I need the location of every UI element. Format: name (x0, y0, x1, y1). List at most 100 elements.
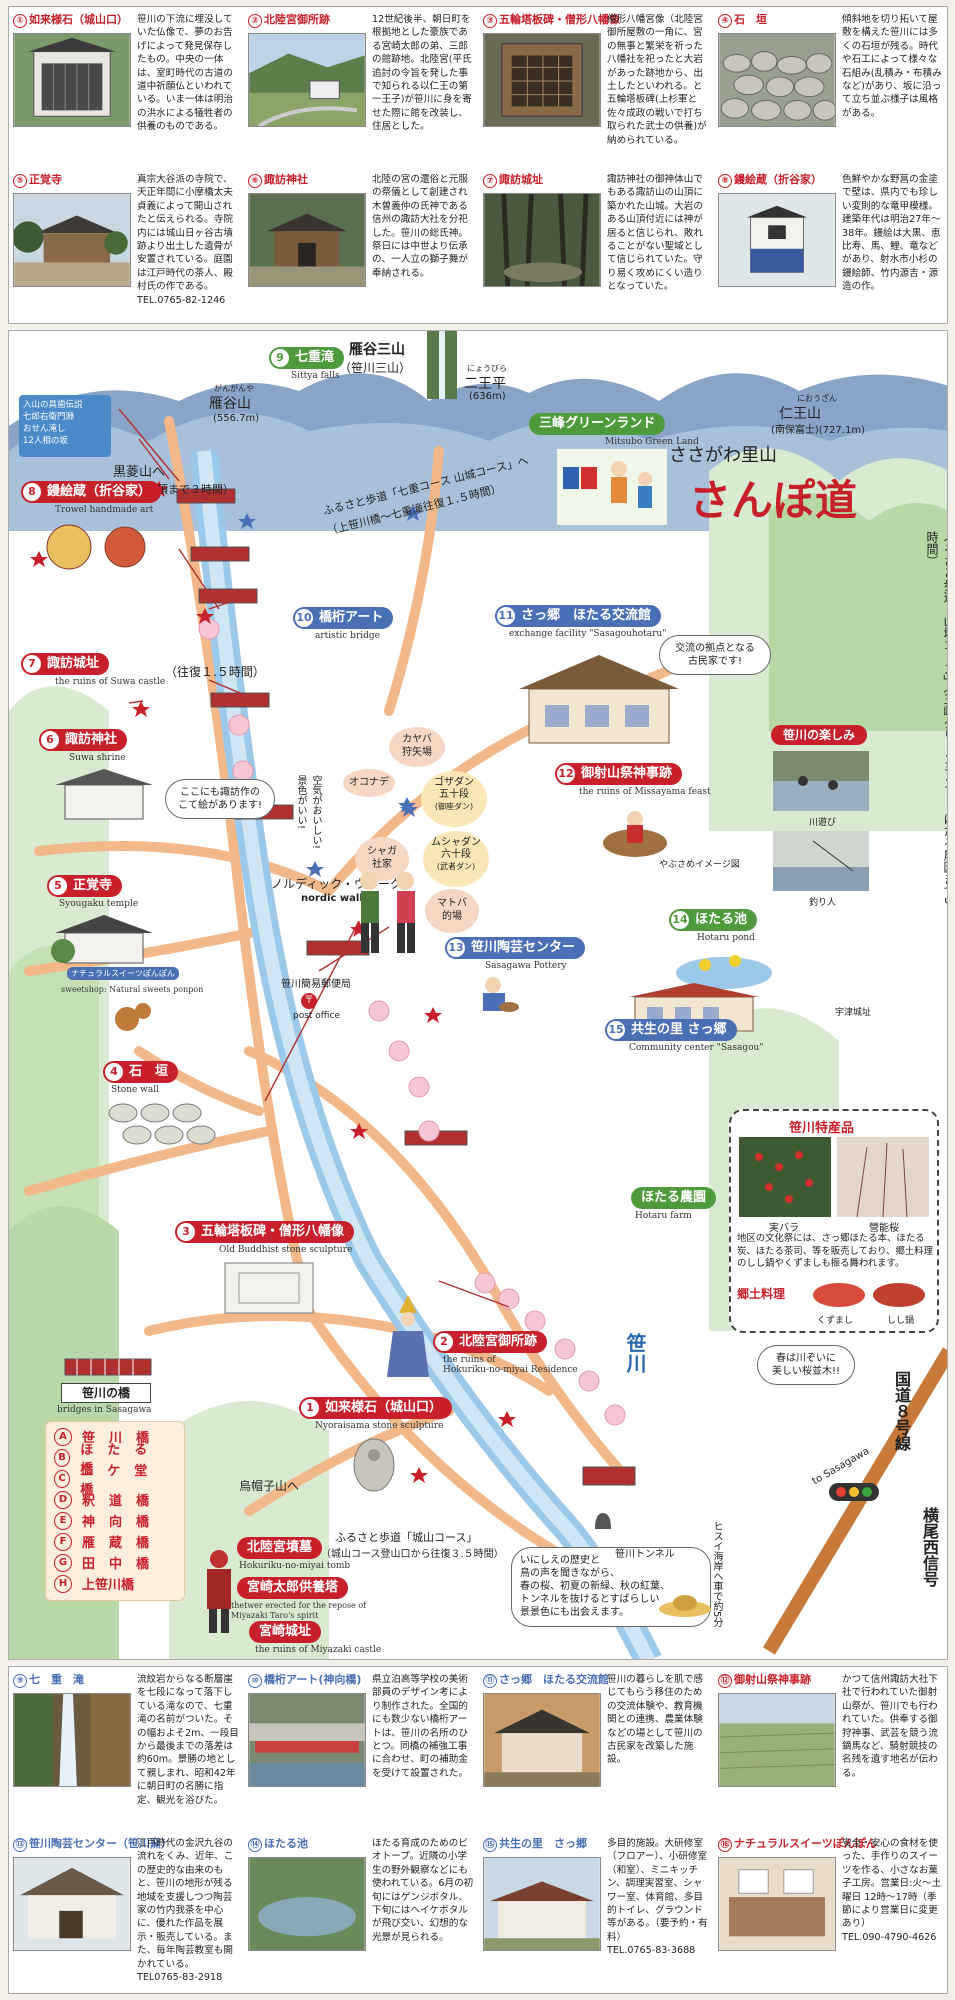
card-text: ほたる育成のためのビオトープ。近隣の小学生の野外観察などにも使われている。6月の… (372, 1838, 474, 1943)
phone-number: TEL0765-83-2918 (137, 1972, 223, 1984)
photo-bridge-art (248, 1693, 366, 1787)
bubble-kouryu: 交流の拠点となる 古民家です! (659, 635, 771, 675)
label-tsuri: 釣り人 (809, 898, 837, 908)
card-text: 江戸時代の金沢九谷の流れをくみ、近年、この歴史的な由来のもと、笹川の地形が残る地… (137, 1838, 234, 1984)
label-post-office-en: post office (293, 1011, 340, 1021)
label-uduki-castle: 宇津城址 (835, 1008, 872, 1018)
label-mt-nio-height: (636m) (469, 391, 506, 402)
spot-9-en: Sittya falls (291, 371, 340, 381)
photo-mibara (739, 1137, 831, 1217)
spot-15-en: Community center "Sasagou" (629, 1043, 764, 1053)
label-tanoshimi: 笹川の楽しみ (771, 725, 867, 745)
card-text: 傾斜地を切り拓いて屋敷を構えた笹川には多くの石垣が残る。時代や石工によって様々な… (842, 14, 942, 119)
text-tokusan: 地区の文化祭には、さっ郷ほたる本、ほたる炭、ほたる茶司、等を販売しており、郷土料… (737, 1233, 933, 1270)
spot-kofun-en: Hokuriku-no-miyai tomb (239, 1561, 351, 1571)
label-bridges-title: 笹川の橋 (61, 1383, 151, 1403)
furigana-nio: にょうびら (467, 364, 507, 373)
label-kurobishi: 黒菱山へ (113, 465, 166, 480)
spot-3-en: Old Buddhist stone sculpture (219, 1245, 353, 1255)
illustration-shoukakuji (51, 915, 153, 964)
label-hisui-coast: ヒスイ海岸へ車で約5分 (711, 1521, 722, 1628)
label-tokusan: 笹川特産品 (789, 1121, 855, 1136)
spot-hotaru-farm[interactable]: ほたる農園 (631, 1187, 717, 1209)
label-mt-nioyama-height: (南保富士)(727.1m) (771, 425, 865, 436)
card-text: 県立泊高等学校の美術部員のデザイン考により制作された。全国的にも数少ない橋桁アー… (372, 1674, 468, 1779)
spot-miyazaki-castle[interactable]: 宮崎城址 (249, 1621, 322, 1643)
photo-sasagou (483, 1857, 601, 1951)
spot-4-en: Stone wall (111, 1085, 160, 1095)
photo-hotaru-pond (248, 1857, 366, 1951)
post-office-icon: 〒 (301, 993, 317, 1009)
spot-kofun[interactable]: 北陸宮墳墓 (237, 1537, 323, 1559)
spot-14-en: Hotaru pond (697, 933, 755, 943)
bubble-suwa: ここにも諏訪作の こて絵があります! (165, 779, 275, 819)
spot-12-en: the ruins of Missayama feast (579, 787, 711, 797)
legend-info-box: 入山の具歯伝説 七郎右衛門淵 おせん滝し 12人相の坂 (19, 395, 111, 457)
illustration-kotee (46, 524, 146, 570)
furigana-nioyama: におうざん (797, 394, 837, 403)
label-matoba: マトバ 的場 (425, 889, 479, 933)
spot-kuyoto[interactable]: 宮崎太郎供養塔 (237, 1577, 349, 1599)
photo-pottery-center (13, 1857, 131, 1951)
spot-2-en: the ruins of Hokuriku-no-miyai Residence (443, 1355, 578, 1375)
photo-kawaasobi (773, 751, 869, 811)
label-mountain-range-sub: （笹川三山） (339, 361, 412, 375)
illustration-ponpon-squirrel (115, 1003, 151, 1031)
label-mibara: 実バラ (769, 1223, 799, 1234)
card-text: 僧形八幡宮像（北陸宮御所屋敷の一角に、宮の無事と繁栄を祈った八幡社を祀ったと大岩… (607, 14, 707, 146)
label-okonide: オコナデ (343, 769, 395, 797)
label-yokoo-signal: 横尾西信号 (920, 1507, 939, 1587)
label-river-sasagawa: 笹川 (623, 1333, 647, 1373)
photo-tsuri (773, 831, 869, 891)
spot-ponpon-en: sweetshop: Natural sweets ponpon (61, 985, 204, 994)
photo-falls-mini (427, 331, 457, 399)
photo-ponpon (718, 1857, 836, 1951)
photo-hotaru-kouryukan (483, 1693, 601, 1787)
spot-ponpon[interactable]: ナチュラルスイーツぽんぽん (67, 967, 179, 980)
photo-suwa-shrine (248, 193, 366, 287)
illustration-kyodo-dishes (813, 1283, 925, 1307)
card-text: 色鮮やかな野菖の金塗で壁は、県内でも珍しい変則的な竜甲模様。建築年代は明治27年… (842, 174, 941, 293)
phone-number: TEL.0765-83-3688 (607, 1945, 696, 1957)
card-text: 流紋岩からなる断層崖を七段になって落下している滝なので、七重滝の名前がついた。そ… (137, 1674, 239, 1806)
photo-nyoraisama (13, 33, 131, 127)
illustration-hotaru-pond (676, 955, 772, 989)
label-course-shiro-sub: （城山コース登山口から往復３.５時間） (321, 1549, 504, 1560)
